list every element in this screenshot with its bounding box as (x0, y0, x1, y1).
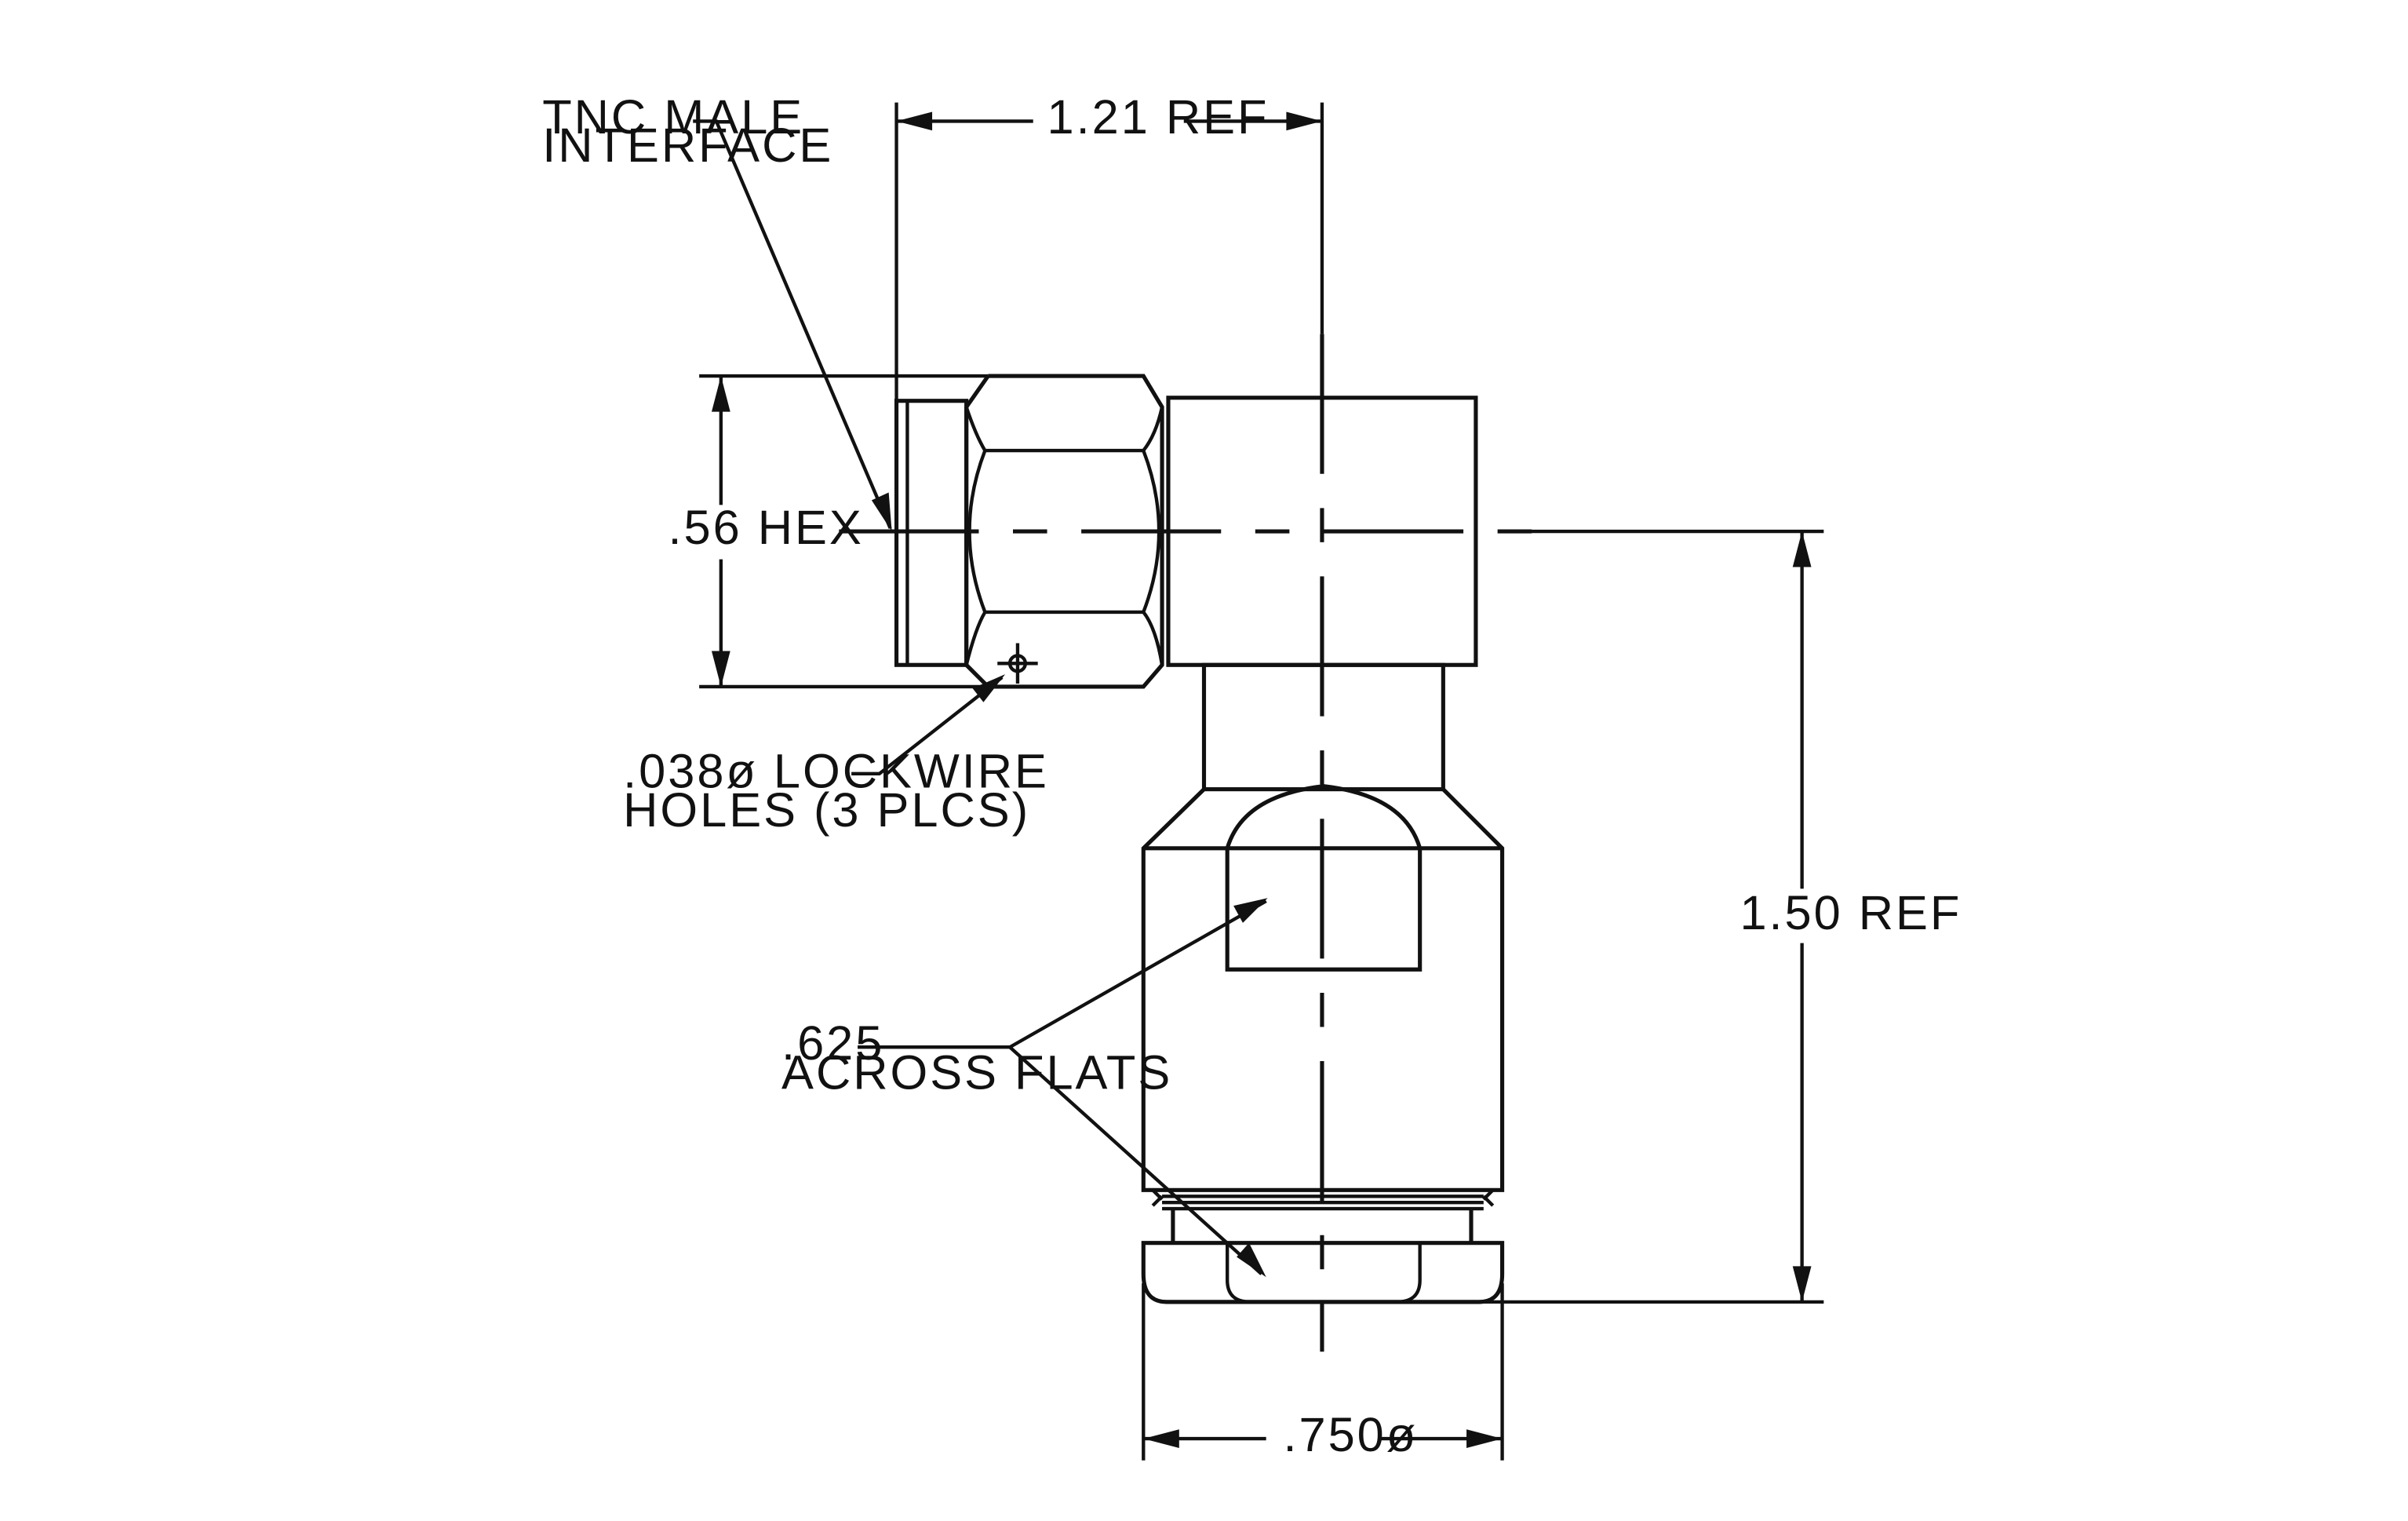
dimension-56-hex (699, 374, 989, 689)
dim-56-hex-label: .56 HEX (668, 501, 864, 555)
flats-label-line2: ACROSS FLATS (781, 1046, 1172, 1100)
wrench-flat-upper (1225, 784, 1423, 972)
dim-1-50-ref-label: 1.50 REF (1740, 886, 1962, 940)
dimension-1-50-ref (1478, 529, 1824, 1304)
dimension-750-dia (1142, 1283, 1504, 1461)
lockwire-label-line2: HOLES (3 PLCS) (623, 783, 1030, 837)
tnc-label-line2: INTERFACE (542, 119, 833, 173)
leader-tnc-interface (693, 119, 892, 532)
dimension-1-21-ref (894, 102, 1324, 401)
lockwire-hole-marker (997, 643, 1038, 684)
dim-1-21-ref-label: 1.21 REF (1047, 90, 1270, 144)
dim-750-dia-label: .750ø (1283, 1408, 1418, 1462)
thread-section (1151, 1188, 1495, 1243)
leader-lockwire-holes (851, 674, 1006, 776)
leader-across-flats (858, 898, 1268, 1278)
tnc-label-line1: TNC MALE (542, 90, 804, 144)
flats-label-line1: .625 (781, 1016, 884, 1071)
lockwire-label-line1: .038ø LOCKWIRE (623, 745, 1049, 799)
hex-nut (964, 374, 1164, 689)
